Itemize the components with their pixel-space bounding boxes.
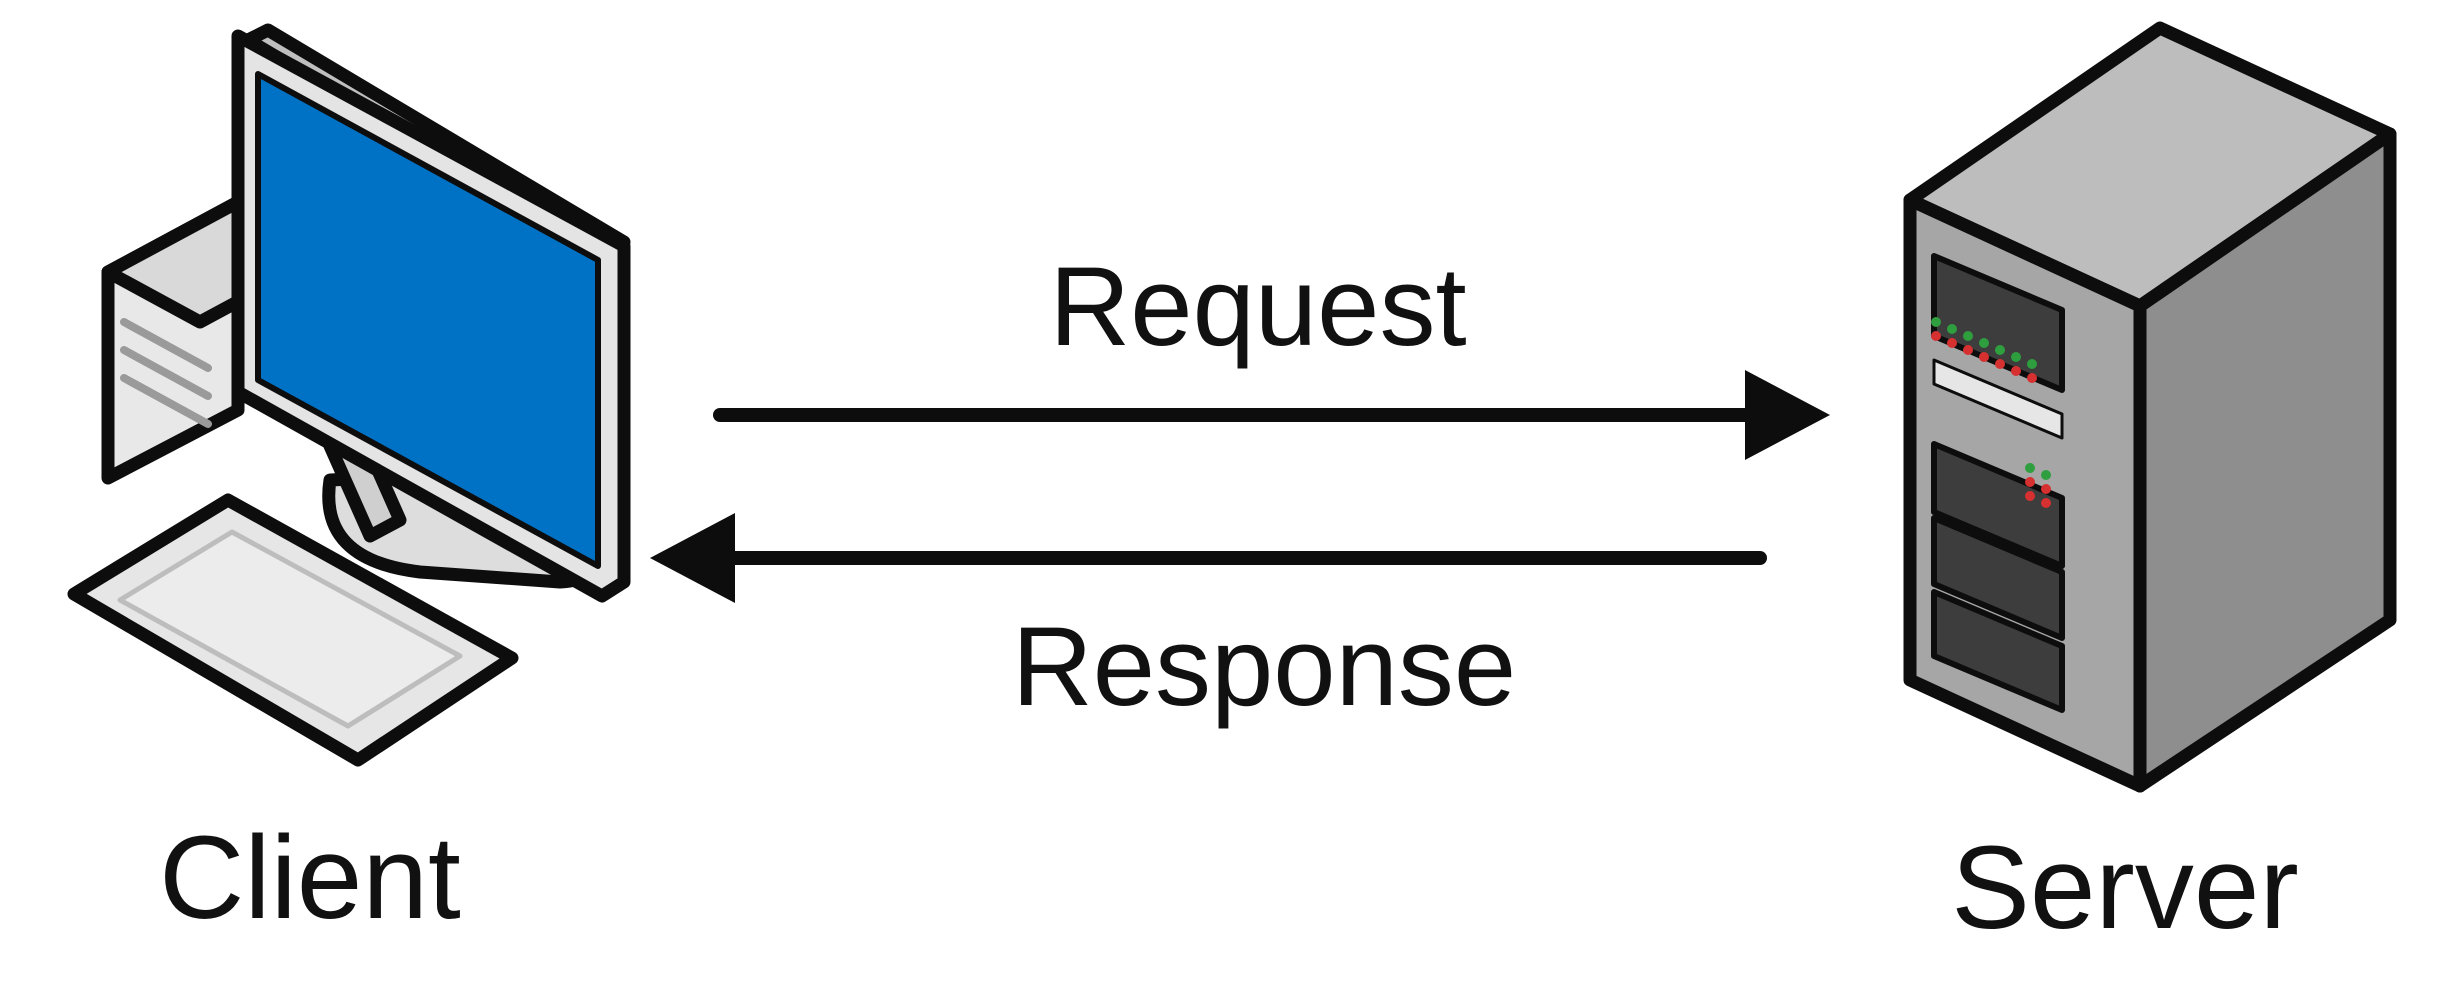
client-label: Client [159, 812, 461, 944]
drive-bay [1931, 441, 2065, 569]
keyboard-keys-area [117, 529, 463, 729]
desktop-computer-icon [67, 23, 631, 767]
tower-vents [120, 318, 212, 428]
drive-bay [1931, 589, 2065, 713]
monitor-screen [255, 71, 601, 569]
request-label: Request [1049, 244, 1466, 369]
drive-bay [1931, 515, 2065, 641]
request-arrowhead [1745, 370, 1830, 460]
server-label: Server [1951, 822, 2299, 954]
response-arrowhead [650, 513, 735, 603]
server-tower-icon [1903, 21, 2397, 793]
server-drive-bays [1931, 253, 2065, 713]
server-status-leds [1931, 317, 2051, 508]
drive-bay [1931, 253, 2065, 393]
response-arrow [650, 513, 1767, 603]
drive-bay-light [1932, 358, 2064, 440]
request-arrow [713, 370, 1830, 460]
response-label: Response [1012, 604, 1516, 729]
